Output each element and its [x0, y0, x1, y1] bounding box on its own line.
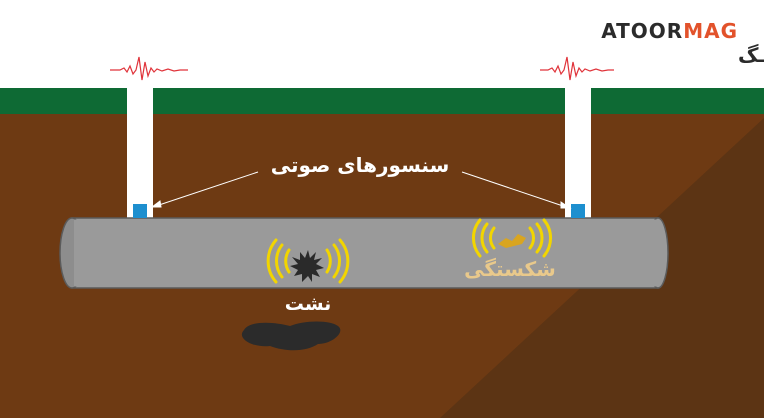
sensor-post-right	[565, 86, 591, 218]
leak-puddle	[241, 321, 341, 351]
pipe	[59, 217, 669, 289]
seismograph-wave-icon	[110, 56, 188, 81]
sensor-post-left	[127, 86, 153, 218]
sensor-head-right	[571, 204, 585, 218]
leak-label: نشت	[285, 293, 332, 315]
burst-icon	[290, 250, 324, 282]
brand-logo: ATOORMAG آتـــورمـــگ	[601, 19, 764, 67]
brand-latin-part1: ATOOR	[601, 19, 683, 43]
sensors-label: سنسورهای صوتی	[271, 153, 450, 177]
seismograph-wave-icon	[540, 56, 614, 81]
pointer-arrows	[150, 171, 572, 209]
brand-latin-part2: MAG	[683, 19, 738, 43]
crack-label: شکستگی	[464, 257, 556, 281]
sound-wave-icon	[266, 238, 350, 284]
brand-latin: ATOORMAG	[601, 19, 738, 43]
sensor-head-left	[133, 204, 147, 218]
brand-persian: آتـــورمـــگ	[738, 42, 764, 67]
crack-icon	[498, 234, 526, 248]
grass-layer	[0, 88, 764, 114]
sky-background	[0, 0, 764, 90]
sound-wave-icon	[472, 218, 552, 258]
